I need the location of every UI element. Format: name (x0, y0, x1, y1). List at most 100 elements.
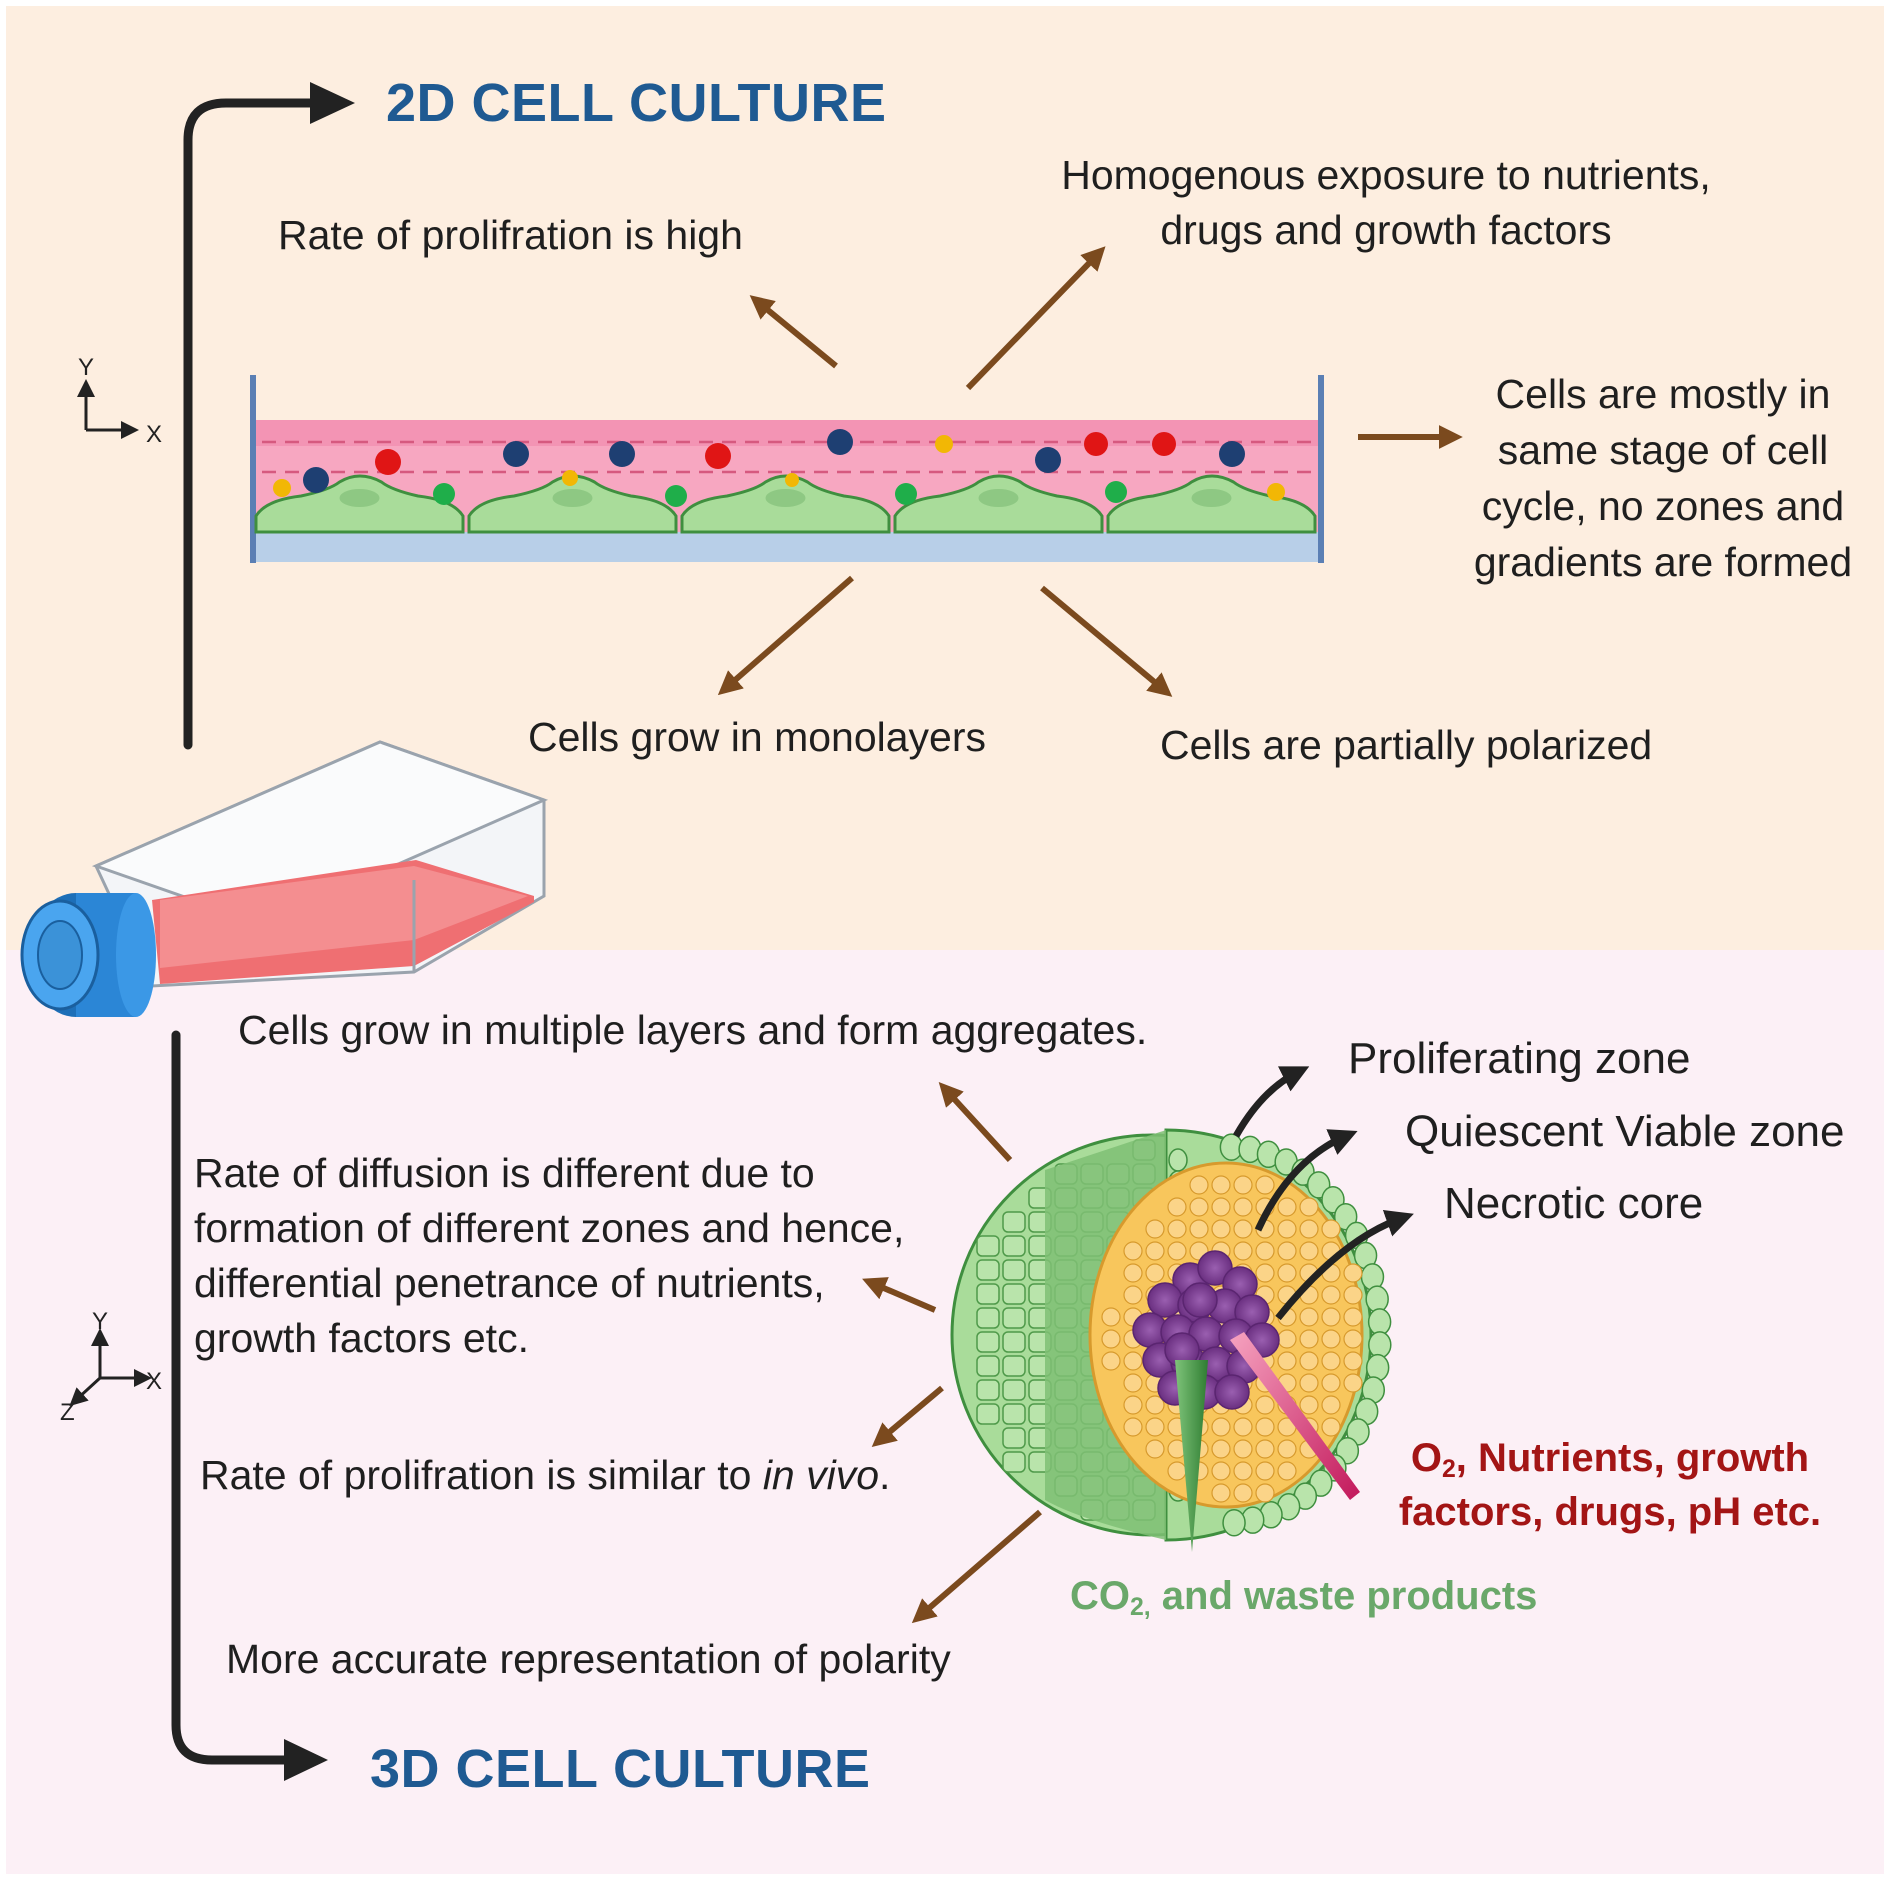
arrow-diffusion-3d (862, 1277, 937, 1313)
quiescent-cell (1233, 1219, 1253, 1239)
quiescent-cell (1277, 1461, 1297, 1481)
quiescent-cell (1167, 1241, 1187, 1261)
arrow-quiescent-zone (1254, 1129, 1358, 1232)
label-3d-diffusion-line4: growth factors etc. (194, 1314, 529, 1361)
medium-particle (1219, 441, 1245, 467)
label-spheroid-outputs: CO2, and waste products (1070, 1570, 1537, 1624)
label-3d-aggregates: Cells grow in multiple layers and form a… (238, 1007, 1148, 1053)
surface-cell (1002, 1355, 1026, 1377)
quiescent-cell (1255, 1241, 1275, 1261)
medium-particle (1267, 483, 1285, 501)
medium-particle (935, 435, 953, 453)
label-3d-diffusion: Rate of diffusion is different due to fo… (194, 1146, 904, 1366)
arrow-aggregates-3d (938, 1082, 1013, 1163)
quiescent-cell (1233, 1483, 1253, 1503)
surface-cell (976, 1235, 1000, 1257)
quiescent-cell (1277, 1329, 1297, 1349)
quiescent-cell (1233, 1197, 1253, 1217)
quiescent-cell (1299, 1373, 1319, 1393)
arrow-exposure-2d (965, 246, 1106, 391)
cell-nucleus (1191, 489, 1232, 507)
rim-cell (1367, 1308, 1392, 1336)
spheroid (950, 1128, 1392, 1552)
medium-particle (609, 441, 635, 467)
quiescent-cell (1277, 1263, 1297, 1283)
label-necrotic-core: Necrotic core (1444, 1179, 1704, 1228)
surface-cell (976, 1283, 1000, 1305)
quiescent-cell (1189, 1219, 1209, 1239)
quiescent-cell (1233, 1175, 1253, 1195)
quiescent-cell (1233, 1417, 1253, 1437)
quiescent-cell (1145, 1439, 1165, 1459)
quiescent-cell (1277, 1197, 1297, 1217)
quiescent-cell (1211, 1483, 1231, 1503)
arrow-to-3d-head (284, 1739, 328, 1781)
axis-3d-x-label: X (146, 1368, 163, 1395)
heading-2d-culture: 2D CELL CULTURE (386, 73, 887, 133)
quiescent-cell (1167, 1461, 1187, 1481)
quiescent-cell (1321, 1329, 1341, 1349)
cell-nucleus (765, 489, 806, 507)
cell-nucleus (978, 489, 1019, 507)
surface-cell (1002, 1331, 1026, 1353)
quiescent-cell (1101, 1307, 1121, 1327)
heading-3d-culture: 3D CELL CULTURE (370, 1739, 871, 1799)
label-3d-diffusion-line3: differential penetrance of nutrients, (194, 1259, 825, 1306)
surface-cell (976, 1355, 1000, 1377)
axes-2d-icon (77, 379, 139, 439)
label-3d-polarity: More accurate representation of polarity (226, 1636, 951, 1682)
surface-cell (1002, 1451, 1026, 1473)
co2-symbol: CO (1070, 1574, 1130, 1618)
arrow-proliferating-zone (1232, 1066, 1310, 1138)
necrotic-cell (1214, 1374, 1250, 1410)
inward-gradient-cone (1230, 1332, 1360, 1500)
rim-cell (1365, 1285, 1389, 1313)
quiescent-cell (1211, 1417, 1231, 1437)
label-3d-diffusion-line2: formation of different zones and hence, (194, 1204, 905, 1251)
quiescent-cell (1211, 1175, 1231, 1195)
necrotic-core-cells (1132, 1250, 1280, 1410)
quiescent-cell (1167, 1219, 1187, 1239)
quiescent-cell (1189, 1175, 1209, 1195)
rim-cell (1368, 1331, 1392, 1359)
surface-cell (1002, 1427, 1026, 1449)
medium-particle (433, 483, 455, 505)
label-2d-polarized: Cells are partially polarized (1160, 722, 1653, 768)
arrow-proliferation-3d (871, 1385, 944, 1447)
label-spheroid-inputs: O2, Nutrients, growth factors, drugs, pH… (1370, 1432, 1850, 1540)
medium-particle (1152, 432, 1176, 456)
arrow-polarized-2d (1040, 585, 1173, 697)
surface-cell (976, 1403, 1000, 1425)
co2-subscript: 2, (1130, 1594, 1151, 1622)
axis-2d-x-label: X (146, 421, 163, 448)
surface-cell (976, 1307, 1000, 1329)
o2-symbol: O (1410, 1436, 1442, 1480)
medium-particle (895, 483, 917, 505)
quiescent-cell (1277, 1241, 1297, 1261)
quiescent-cell (1299, 1241, 1319, 1261)
arrow-proliferation-2d (749, 295, 838, 369)
label-quiescent-zone: Quiescent Viable zone (1405, 1107, 1845, 1156)
quiescent-cell (1343, 1307, 1363, 1327)
quiescent-cell (1277, 1439, 1297, 1459)
quiescent-cell (1321, 1307, 1341, 1327)
arrow-to-3d (171, 1030, 300, 1765)
label-3d-proliferation-period: . (879, 1452, 891, 1498)
necrotic-cell (1182, 1282, 1218, 1318)
outputs-rest: and waste products (1150, 1574, 1538, 1618)
medium-particle (273, 479, 291, 497)
label-2d-cell-cycle: Cells are mostly in same stage of cell c… (1448, 366, 1878, 591)
quiescent-cell (1101, 1329, 1121, 1349)
medium-particle (827, 429, 853, 455)
axis-3d-y-label: Y (92, 1308, 109, 1335)
quiescent-cell (1233, 1241, 1253, 1261)
outward-gradient-cone (1175, 1360, 1208, 1552)
label-2d-cycle-line2: same stage of cell (1497, 427, 1829, 474)
quiescent-cell (1233, 1461, 1253, 1481)
quiescent-cell (1343, 1373, 1363, 1393)
quiescent-cell (1321, 1285, 1341, 1305)
medium-particle (785, 473, 799, 487)
quiescent-cell (1255, 1395, 1275, 1415)
arrows-spheroid-zones (1232, 1066, 1414, 1321)
